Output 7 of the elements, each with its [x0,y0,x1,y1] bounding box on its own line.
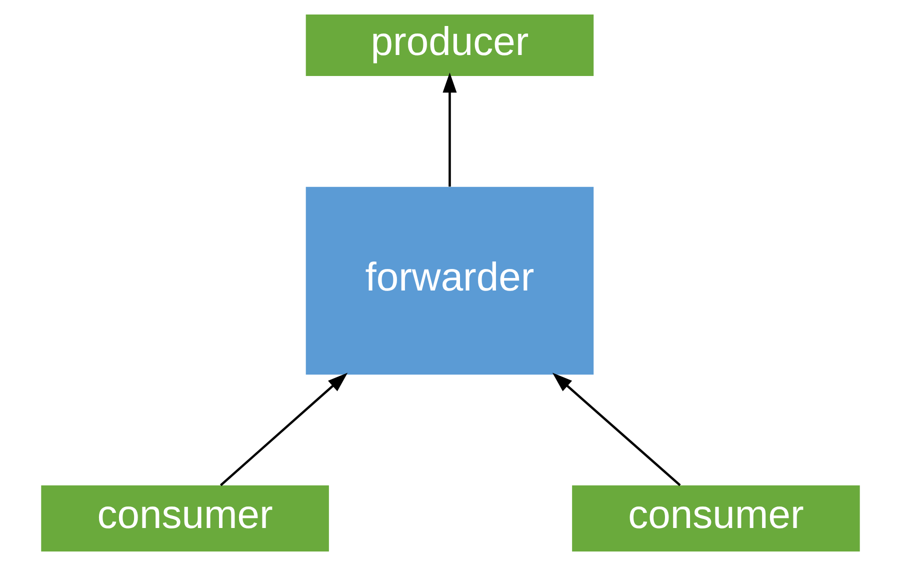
node-box: forwarder [305,186,594,375]
arrow [442,72,456,187]
node-box: producer [305,14,594,76]
arrow [219,372,348,486]
arrow [552,372,680,486]
node-box: consumer [572,485,860,552]
node-box: consumer [40,485,328,552]
